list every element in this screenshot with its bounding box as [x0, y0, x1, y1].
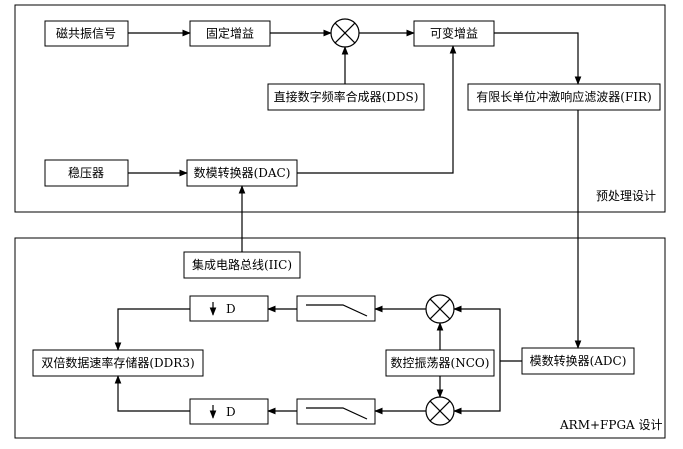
preprocessing-label: 预处理设计 [596, 189, 656, 203]
mixer-top [330, 18, 360, 48]
armfpga-panel [14, 237, 666, 439]
mixer-bottom-bottom [425, 396, 455, 426]
nmr-signal-block: 磁共振信号 [44, 20, 129, 47]
armfpga-label: ARM+FPGA 设计 [559, 418, 663, 432]
nco-block: 数控振荡器(NCO) [385, 349, 495, 377]
svg-text:D: D [226, 405, 236, 419]
svg-text:固定增益: 固定增益 [206, 26, 254, 41]
iic-block: 集成电路总线(IIC) [183, 251, 301, 279]
fixed-gain-block: 固定增益 [189, 20, 271, 47]
svg-text:数模转换器(DAC): 数模转换器(DAC) [194, 165, 291, 180]
adc-block: 模数转换器(ADC) [521, 347, 635, 375]
regulator-block: 稳压器 [44, 159, 129, 187]
svg-text:有限长单位冲激响应滤波器(FIR): 有限长单位冲激响应滤波器(FIR) [476, 89, 651, 104]
ddr3-block: 双倍数据速率存储器(DDR3) [32, 349, 204, 377]
lowpass-filter-bottom [296, 398, 376, 425]
mixer-bottom-top [425, 294, 455, 324]
svg-text:D: D [226, 302, 236, 316]
svg-text:集成电路总线(IIC): 集成电路总线(IIC) [192, 257, 292, 272]
lowpass-filter-top [296, 295, 376, 322]
fir-block: 有限长单位冲激响应滤波器(FIR) [467, 83, 661, 111]
variable-gain-block: 可变增益 [413, 20, 495, 47]
connections [114, 29, 582, 415]
svg-text:可变增益: 可变增益 [430, 26, 478, 41]
dac-block: 数模转换器(DAC) [186, 159, 298, 187]
decimator-top: D [189, 295, 269, 322]
preprocessing-panel [14, 4, 666, 213]
svg-text:稳压器: 稳压器 [68, 165, 104, 180]
svg-text:直接数字频率合成器(DDS): 直接数字频率合成器(DDS) [274, 89, 419, 104]
svg-text:磁共振信号: 磁共振信号 [56, 26, 116, 41]
dds-block: 直接数字频率合成器(DDS) [267, 83, 425, 111]
svg-text:模数转换器(ADC): 模数转换器(ADC) [530, 353, 627, 368]
svg-text:双倍数据速率存储器(DDR3): 双倍数据速率存储器(DDR3) [41, 355, 194, 370]
svg-text:数控振荡器(NCO): 数控振荡器(NCO) [391, 355, 490, 370]
decimator-bottom: D [189, 398, 269, 425]
